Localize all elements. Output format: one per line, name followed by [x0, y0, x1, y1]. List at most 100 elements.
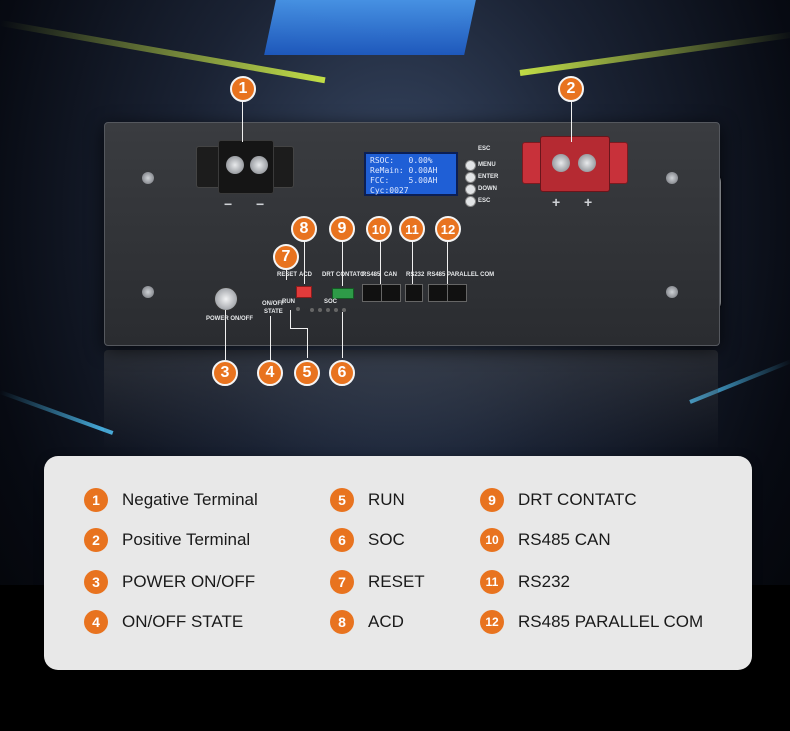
terminal-screw [552, 154, 570, 172]
legend-item: 8 ACD [330, 609, 404, 635]
leader-line [242, 100, 243, 142]
positive-sign: + [552, 194, 561, 210]
onoff-state-label: STATE [264, 309, 283, 315]
reset-label: RESET [277, 272, 298, 278]
legend-number: 6 [330, 528, 354, 552]
handle-bolt [142, 286, 154, 298]
leader-line [380, 240, 381, 284]
callout-badge-11: 11 [399, 216, 425, 242]
negative-sign: − [256, 196, 265, 212]
legend-label: DRT CONTATC [518, 490, 637, 509]
light-beam [0, 390, 114, 435]
legend-item: 10 RS485 CAN [480, 527, 611, 553]
can-port[interactable] [381, 284, 401, 302]
callout-badge-6: 6 [329, 360, 355, 386]
enter-label: ENTER [478, 174, 499, 180]
legend-item: 12 RS485 PARALLEL COM [480, 609, 703, 635]
callout-badge-4: 4 [257, 360, 283, 386]
legend-label: ON/OFF STATE [122, 612, 244, 631]
legend-label: RESET [368, 572, 425, 591]
menu-button[interactable] [465, 160, 476, 171]
esc-button[interactable] [465, 196, 476, 207]
legend-label: SOC [368, 530, 405, 549]
legend-item: 1 Negative Terminal [84, 487, 258, 513]
leader-line [270, 316, 271, 360]
run-label: RUN [282, 299, 295, 305]
legend-number: 10 [480, 528, 504, 552]
soc-led [318, 308, 322, 312]
callout-badge-7: 7 [273, 244, 299, 270]
soc-led [334, 308, 338, 312]
parallel-port[interactable] [447, 284, 467, 302]
lcd-line: ReMain: 0.00AH [370, 166, 438, 175]
leader-line [225, 310, 226, 360]
legend-label: RS485 PARALLEL COM [518, 612, 704, 631]
positive-terminal-cover [540, 136, 610, 192]
callout-badge-3: 3 [212, 360, 238, 386]
run-led [296, 307, 300, 311]
legend-label: POWER ON/OFF [122, 572, 256, 591]
light-beam [519, 31, 790, 76]
terminal-screw [578, 154, 596, 172]
legend-number: 1 [84, 488, 108, 512]
leader-line [412, 240, 413, 284]
parallel-label: RS485 PARALLEL COM [427, 272, 495, 278]
soc-label: SOC [324, 299, 338, 305]
legend-label: Positive Terminal [122, 530, 251, 549]
soc-led [310, 308, 314, 312]
callout-badge-8: 8 [291, 216, 317, 242]
legend-label: Negative Terminal [122, 490, 258, 509]
leader-line [342, 312, 343, 358]
lcd-line: RSOC: 0.00% [370, 156, 433, 165]
rs485-label: RS485 [362, 272, 381, 278]
legend-number: 9 [480, 488, 504, 512]
rs485-port[interactable] [362, 284, 382, 302]
handle-bolt [666, 286, 678, 298]
onoff-state-label: ON/OFF [262, 301, 285, 307]
legend-label: RUN [368, 490, 405, 509]
callout-badge-12: 12 [435, 216, 461, 242]
terminal-screw [250, 156, 268, 174]
legend-panel: 1 Negative Terminal 2 Positive Terminal … [44, 456, 752, 670]
power-button[interactable] [214, 287, 238, 311]
power-label: POWER ON/OFF [206, 316, 253, 322]
callout-badge-1: 1 [230, 76, 256, 102]
leader-line [290, 328, 308, 329]
legend-number: 2 [84, 528, 108, 552]
lcd-line: FCC: 5.00AH [370, 176, 438, 185]
negative-sign: − [224, 196, 233, 212]
enter-button[interactable] [465, 172, 476, 183]
legend-label: RS232 [518, 572, 570, 591]
drt-label: DRT CONTATC [322, 272, 365, 278]
can-label: CAN [384, 272, 397, 278]
down-button[interactable] [465, 184, 476, 195]
down-label: DOWN [478, 186, 497, 192]
blue-sign [264, 0, 476, 55]
rs232-label: RS232 [406, 272, 425, 278]
legend-item: 7 RESET [330, 569, 425, 595]
leader-line [447, 240, 448, 284]
legend-number: 4 [84, 610, 108, 634]
esc-label: ESC [478, 198, 491, 204]
leader-line [290, 310, 291, 328]
legend-item: 3 POWER ON/OFF [84, 569, 255, 595]
acd-dip-switch[interactable] [296, 286, 312, 298]
drt-connector[interactable] [332, 288, 354, 299]
leader-line [307, 328, 308, 358]
callout-badge-2: 2 [558, 76, 584, 102]
legend-label: RS485 CAN [518, 530, 611, 549]
parallel-port[interactable] [428, 284, 448, 302]
legend-item: 11 RS232 [480, 569, 570, 595]
handle-bolt [666, 172, 678, 184]
legend-item: 4 ON/OFF STATE [84, 609, 243, 635]
legend-number: 8 [330, 610, 354, 634]
callout-badge-5: 5 [294, 360, 320, 386]
handle-bolt [142, 172, 154, 184]
legend-number: 5 [330, 488, 354, 512]
legend-item: 6 SOC [330, 527, 405, 553]
rs232-port[interactable] [405, 284, 423, 302]
menu-label: MENU [478, 162, 496, 168]
callout-badge-10: 10 [366, 216, 392, 242]
legend-number: 3 [84, 570, 108, 594]
legend-item: 2 Positive Terminal [84, 527, 250, 553]
